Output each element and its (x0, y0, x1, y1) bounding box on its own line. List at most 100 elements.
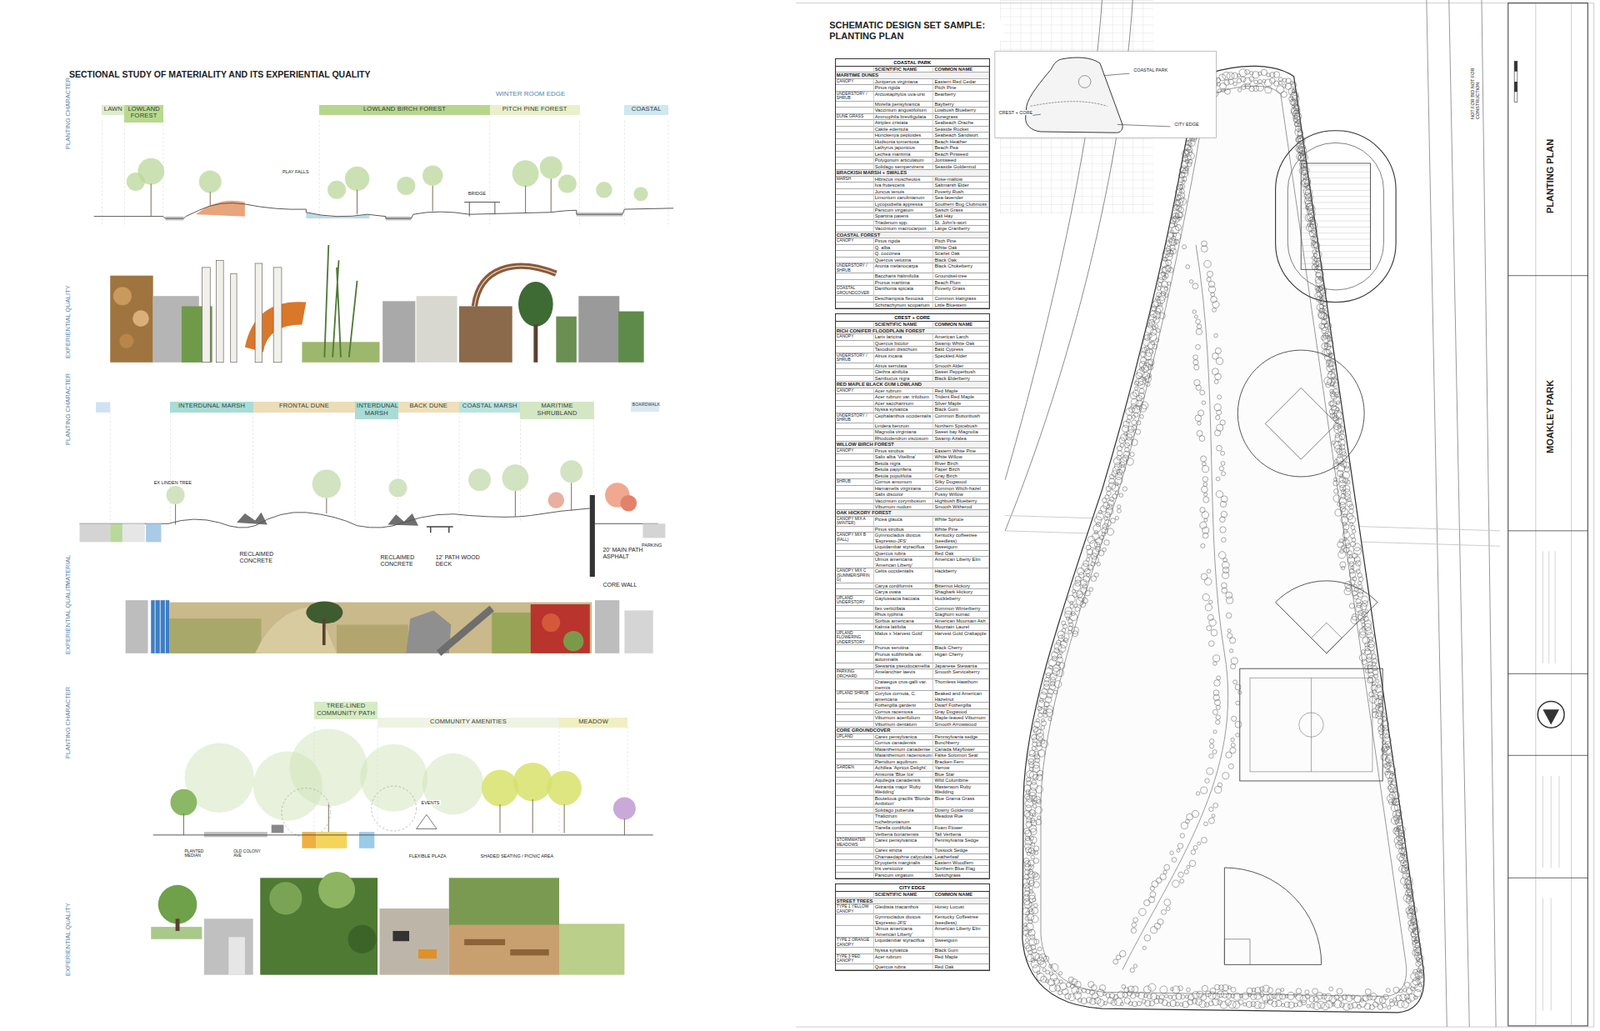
tree-symbol (1329, 995, 1337, 1004)
site-plan (1250, 677, 1373, 772)
tree-symbol (1171, 857, 1177, 863)
tree-symbol (1350, 522, 1354, 526)
tree-symbol (1333, 422, 1340, 430)
section-two (175, 482, 572, 525)
empty-cell (835, 145, 875, 151)
tree-symbol (1288, 88, 1295, 95)
table-cell: Bearberry (933, 91, 989, 102)
tree-symbol (1343, 489, 1351, 497)
tree-symbol (1182, 167, 1189, 174)
tree-symbol (1025, 805, 1032, 812)
experiential-collage-one (382, 300, 415, 362)
tree-symbol (1215, 373, 1222, 380)
tree-symbol (1025, 777, 1030, 782)
table-cell: Seabeach Orache (933, 120, 989, 126)
section-two (590, 495, 595, 577)
tree-symbol (1214, 333, 1219, 338)
tree-symbol (1325, 346, 1334, 355)
tree-symbol (1130, 392, 1137, 400)
tree-symbol (1225, 993, 1231, 999)
experiential-collage-two (125, 600, 149, 654)
tree-symbol (1174, 223, 1178, 227)
band-label: LOWLAND BIRCH FOREST (320, 105, 488, 113)
tree-symbol (1334, 391, 1340, 397)
tree-symbol (1233, 81, 1238, 86)
tree-symbol (1145, 348, 1153, 356)
band-label: MEADOW (560, 718, 626, 725)
empty-cell (835, 245, 875, 251)
tree-symbol (1102, 547, 1107, 552)
section-note: SHADED SEATING / PICNIC AREA (480, 853, 555, 859)
section-three (532, 799, 534, 833)
table-cell: Common Buttonbush (933, 413, 989, 424)
tree-symbol (1091, 992, 1099, 1000)
tree-symbol (1212, 300, 1220, 308)
tree-symbol (1225, 612, 1232, 619)
section-one (595, 181, 613, 199)
tree-symbol (1185, 149, 1192, 156)
experiential-collage-one (110, 275, 153, 363)
tree-symbol (1403, 988, 1407, 992)
tree-symbol (1024, 874, 1030, 880)
tree-symbol (1101, 531, 1106, 536)
table-cell: Betula nigra (874, 460, 935, 467)
tree-symbol (1132, 405, 1140, 414)
section-note: FLEXIBLE PLAZA (408, 853, 448, 859)
table-grid: SCIENTIFIC NAMECOMMON NAMERICH CONIFER F… (835, 321, 990, 879)
table-cell: UNDERSTORY / SHRUB (835, 263, 875, 274)
tree-symbol (1024, 860, 1030, 867)
tree-symbol (1129, 406, 1135, 413)
section-three (316, 831, 348, 849)
tree-symbol (1330, 400, 1337, 407)
table-cell: Saltmarsh Elder (933, 182, 989, 189)
tree-symbol (1372, 708, 1377, 713)
section-one (150, 178, 551, 216)
experiential-collage-one (555, 316, 576, 363)
tree-symbol (1206, 625, 1212, 631)
planting-band: TREE-LINED COMMUNITY PATH (314, 701, 378, 720)
tree-symbol (1031, 907, 1039, 915)
tree-symbol (1150, 926, 1158, 934)
tree-symbol (1267, 987, 1274, 994)
experiential-collage-three (449, 877, 560, 927)
planting-band: FRONTAL DUNE (253, 401, 355, 412)
tree-symbol (1340, 430, 1344, 434)
tree-symbol (1334, 994, 1340, 1000)
planting-band: BACK DUNE (398, 401, 460, 412)
experiential-collage-two (530, 604, 590, 654)
tree-symbol (1200, 543, 1205, 548)
tree-symbol (1104, 540, 1110, 545)
tree-symbol (1085, 557, 1090, 561)
tree-symbol (1159, 994, 1165, 1000)
tree-symbol (1225, 591, 1233, 599)
tree-symbol (1215, 984, 1220, 990)
section-one (525, 185, 526, 214)
tree-symbol (1265, 86, 1272, 94)
tree-symbol (1165, 906, 1170, 911)
tree-symbol (1258, 79, 1263, 84)
experiential-collage-one (216, 260, 225, 362)
material-label: 12' PATH WOOD DECK (435, 554, 482, 567)
tree-symbol (1025, 915, 1030, 920)
tree-symbol (1085, 573, 1090, 577)
tree-symbol (1075, 575, 1081, 582)
tree-symbol (1194, 315, 1198, 319)
tree-symbol (1297, 1001, 1303, 1007)
table-cell: Solidago sempervirens (874, 164, 935, 170)
tree-symbol (1212, 709, 1218, 715)
table-cell: Groundsel-tree (933, 273, 989, 280)
experiential-collage-three (380, 908, 450, 975)
table-cell: Beach Plum (933, 280, 989, 286)
tree-symbol (1154, 922, 1160, 929)
tree-symbol (1025, 933, 1029, 937)
tree-symbol (1130, 927, 1136, 933)
experiential-collage-one (459, 305, 513, 362)
table-cell: Silver Maple (933, 400, 989, 407)
tree-symbol (1312, 236, 1319, 243)
tree-symbol (1199, 435, 1205, 442)
tree-symbol (1059, 982, 1067, 990)
tree-symbol (1142, 945, 1146, 950)
row-heading: PLANTING CHARACTER (65, 685, 72, 760)
experiential-collage-three (392, 930, 410, 941)
site-plan (1224, 867, 1321, 965)
